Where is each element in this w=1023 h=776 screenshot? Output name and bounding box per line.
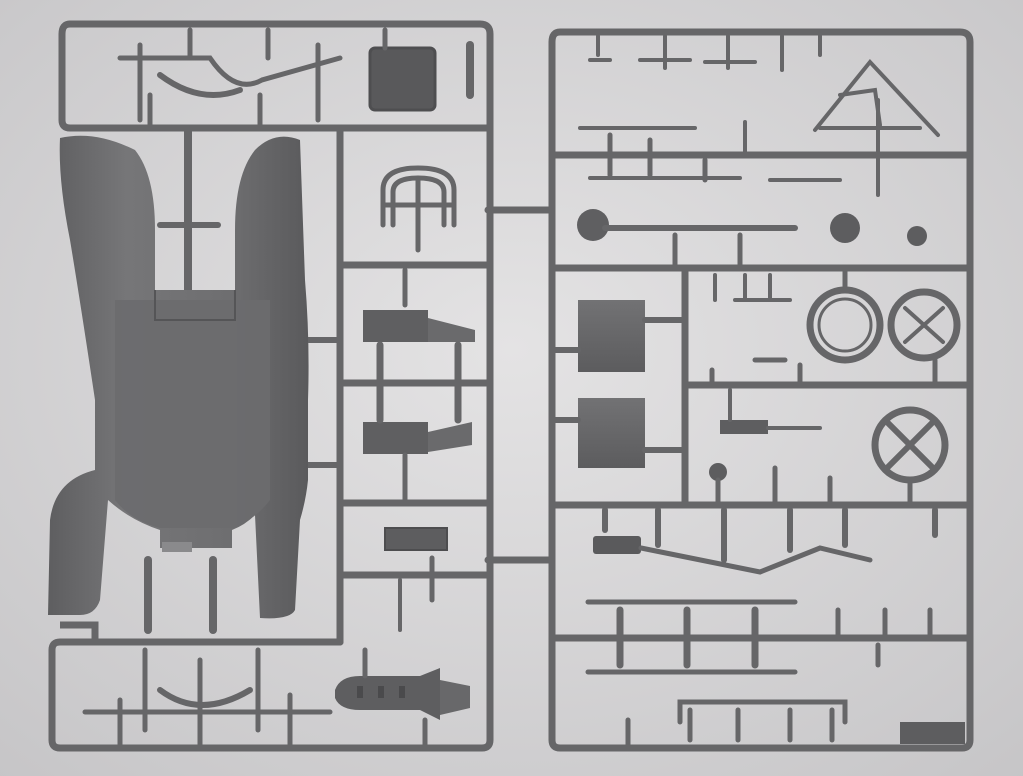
barrel-part (577, 209, 798, 268)
left-sprue-frame (48, 20, 556, 752)
square-panel-part (368, 46, 437, 112)
lamp-part-1 (830, 213, 860, 243)
chassis-body-part (48, 135, 340, 642)
rear-axle-part (82, 647, 333, 748)
steering-wheel-2 (887, 288, 961, 362)
seat-frame-part (380, 165, 457, 253)
bumper-part (677, 699, 848, 743)
radiator-box-lower (578, 398, 645, 468)
seat-part-upper (363, 310, 475, 342)
exhaust-pipe-part (593, 536, 873, 575)
radiator-box-upper (578, 300, 645, 372)
left-sprue (48, 20, 556, 752)
lamp-part-2 (907, 226, 927, 246)
hood-frame-part (813, 58, 940, 197)
sprue-tag (900, 722, 965, 744)
seat-part-lower (363, 422, 472, 454)
right-sprue (548, 28, 974, 752)
cylinder-part (720, 420, 768, 434)
front-axle-part (117, 27, 343, 128)
small-radiator-part (384, 527, 448, 551)
fuel-tank-part (335, 668, 470, 720)
small-fittings-top (588, 34, 822, 72)
